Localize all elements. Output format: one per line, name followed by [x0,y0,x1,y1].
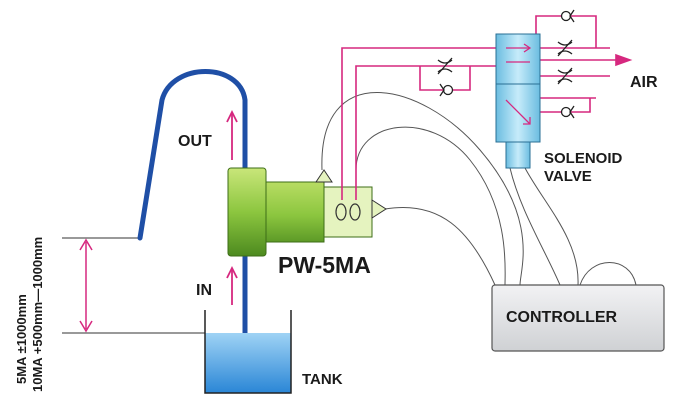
out-label: OUT [178,133,212,150]
solenoid-valve [495,33,541,169]
solenoid-label-line1: SOLENOID [544,150,623,167]
solenoid-label-line2: VALVE [544,168,592,185]
controller-box [491,284,665,352]
in-label: IN [196,282,212,299]
pump-model-label: PW-5MA [278,252,371,278]
flow-arrows [226,109,238,305]
controller-label: CONTROLLER [506,309,618,326]
outlet-pipe [137,69,248,241]
signal-wires [321,92,637,286]
spec-text-5ma: 5MA ±1000mm [14,294,29,384]
air-label: AIR [630,74,658,91]
tank-label: TANK [302,371,343,388]
check-valve-symbols [439,9,575,119]
height-reference [62,237,205,334]
throttle-symbols [437,39,573,85]
spec-text-10ma: 10MA +500mm—1000mm [30,236,45,392]
pump [227,167,387,257]
tank [204,310,292,394]
